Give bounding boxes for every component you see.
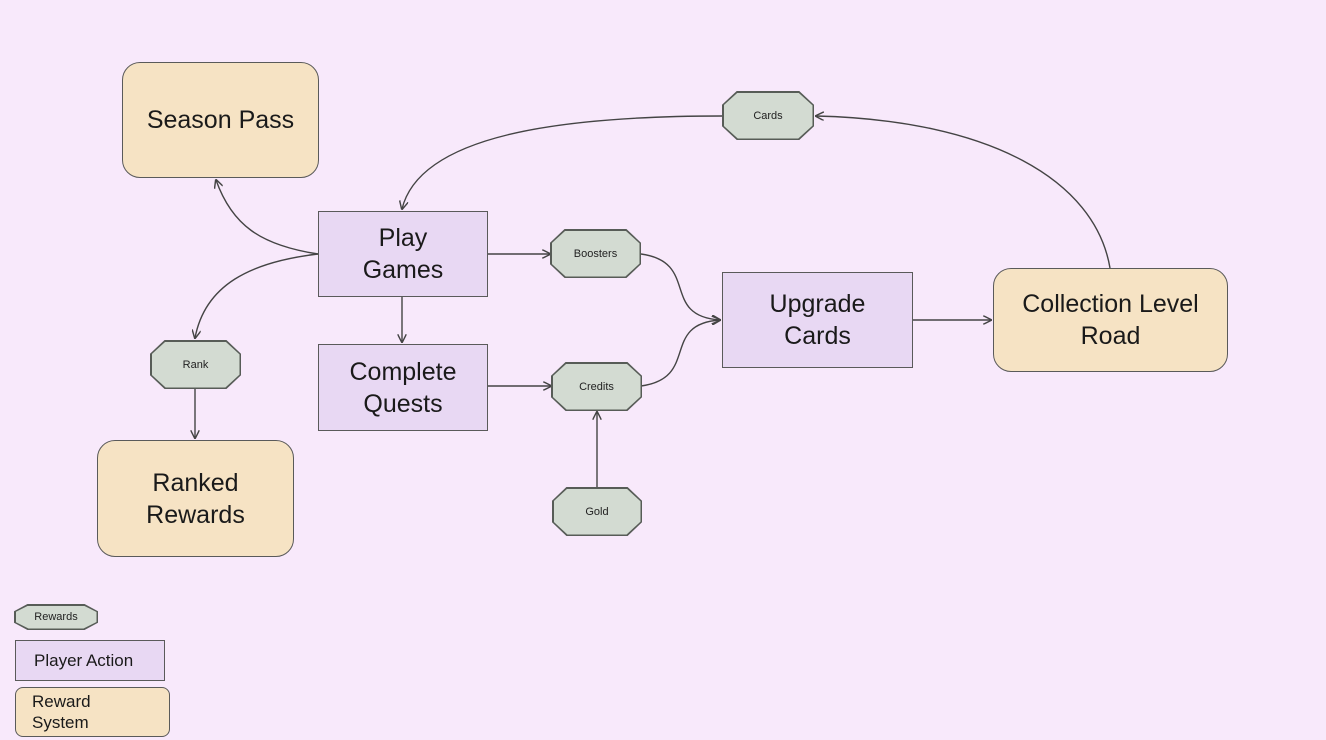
arrow-boosters-to-upgrade-cards <box>640 253 720 320</box>
complete-quests-label-line1: Complete <box>349 357 457 386</box>
legend-reward-system-line1: Reward <box>32 692 91 711</box>
credits-token-label: Credits <box>552 363 641 410</box>
arrow-play-games-to-season-pass <box>216 180 319 255</box>
arrow-cards-to-play-games <box>402 115 723 209</box>
rank-token: Rank <box>150 340 241 389</box>
complete-quests-label-line2: Quests <box>363 389 443 418</box>
arrow-credits-to-upgrade-cards <box>640 320 720 387</box>
upgrade-cards-node: Upgrade Cards <box>722 272 913 368</box>
legend-rewards-swatch: Rewards <box>14 604 98 630</box>
legend-player-action-swatch: Player Action <box>15 640 165 681</box>
boosters-token: Boosters <box>550 229 641 278</box>
season-pass-label: Season Pass <box>146 106 295 134</box>
season-pass-node: Season Pass <box>122 62 319 178</box>
collection-road-label-line1: Collection Level <box>1022 290 1199 318</box>
ranked-rewards-node: Ranked Rewards <box>97 440 294 557</box>
credits-token: Credits <box>551 362 642 411</box>
collection-road-label-line2: Road <box>1080 322 1141 350</box>
play-games-node: Play Games <box>318 211 488 297</box>
arrow-collection-road-to-cards <box>816 116 1111 269</box>
upgrade-cards-label-line1: Upgrade <box>769 290 866 318</box>
ranked-rewards-label-line1: Ranked <box>152 468 239 497</box>
gold-token: Gold <box>552 487 642 536</box>
gold-token-label: Gold <box>553 488 641 535</box>
rank-token-label: Rank <box>151 341 240 388</box>
upgrade-cards-label-line2: Cards <box>784 322 851 350</box>
arrow-play-games-to-rank <box>195 253 319 338</box>
ranked-rewards-label-line2: Rewards <box>146 500 245 529</box>
legend-rewards-label: Rewards <box>15 605 97 629</box>
play-games-label-line1: Play <box>378 224 428 252</box>
legend-player-action-label: Player Action <box>34 651 134 670</box>
collection-level-road-node: Collection Level Road <box>993 268 1228 372</box>
boosters-token-label: Boosters <box>551 230 640 277</box>
cards-token-label: Cards <box>723 92 813 139</box>
cards-token: Cards <box>722 91 814 140</box>
complete-quests-node: Complete Quests <box>318 344 488 431</box>
legend-reward-system-line2: System <box>32 713 89 732</box>
play-games-label-line2: Games <box>362 256 444 284</box>
legend-reward-system-swatch: Reward System <box>15 687 170 737</box>
